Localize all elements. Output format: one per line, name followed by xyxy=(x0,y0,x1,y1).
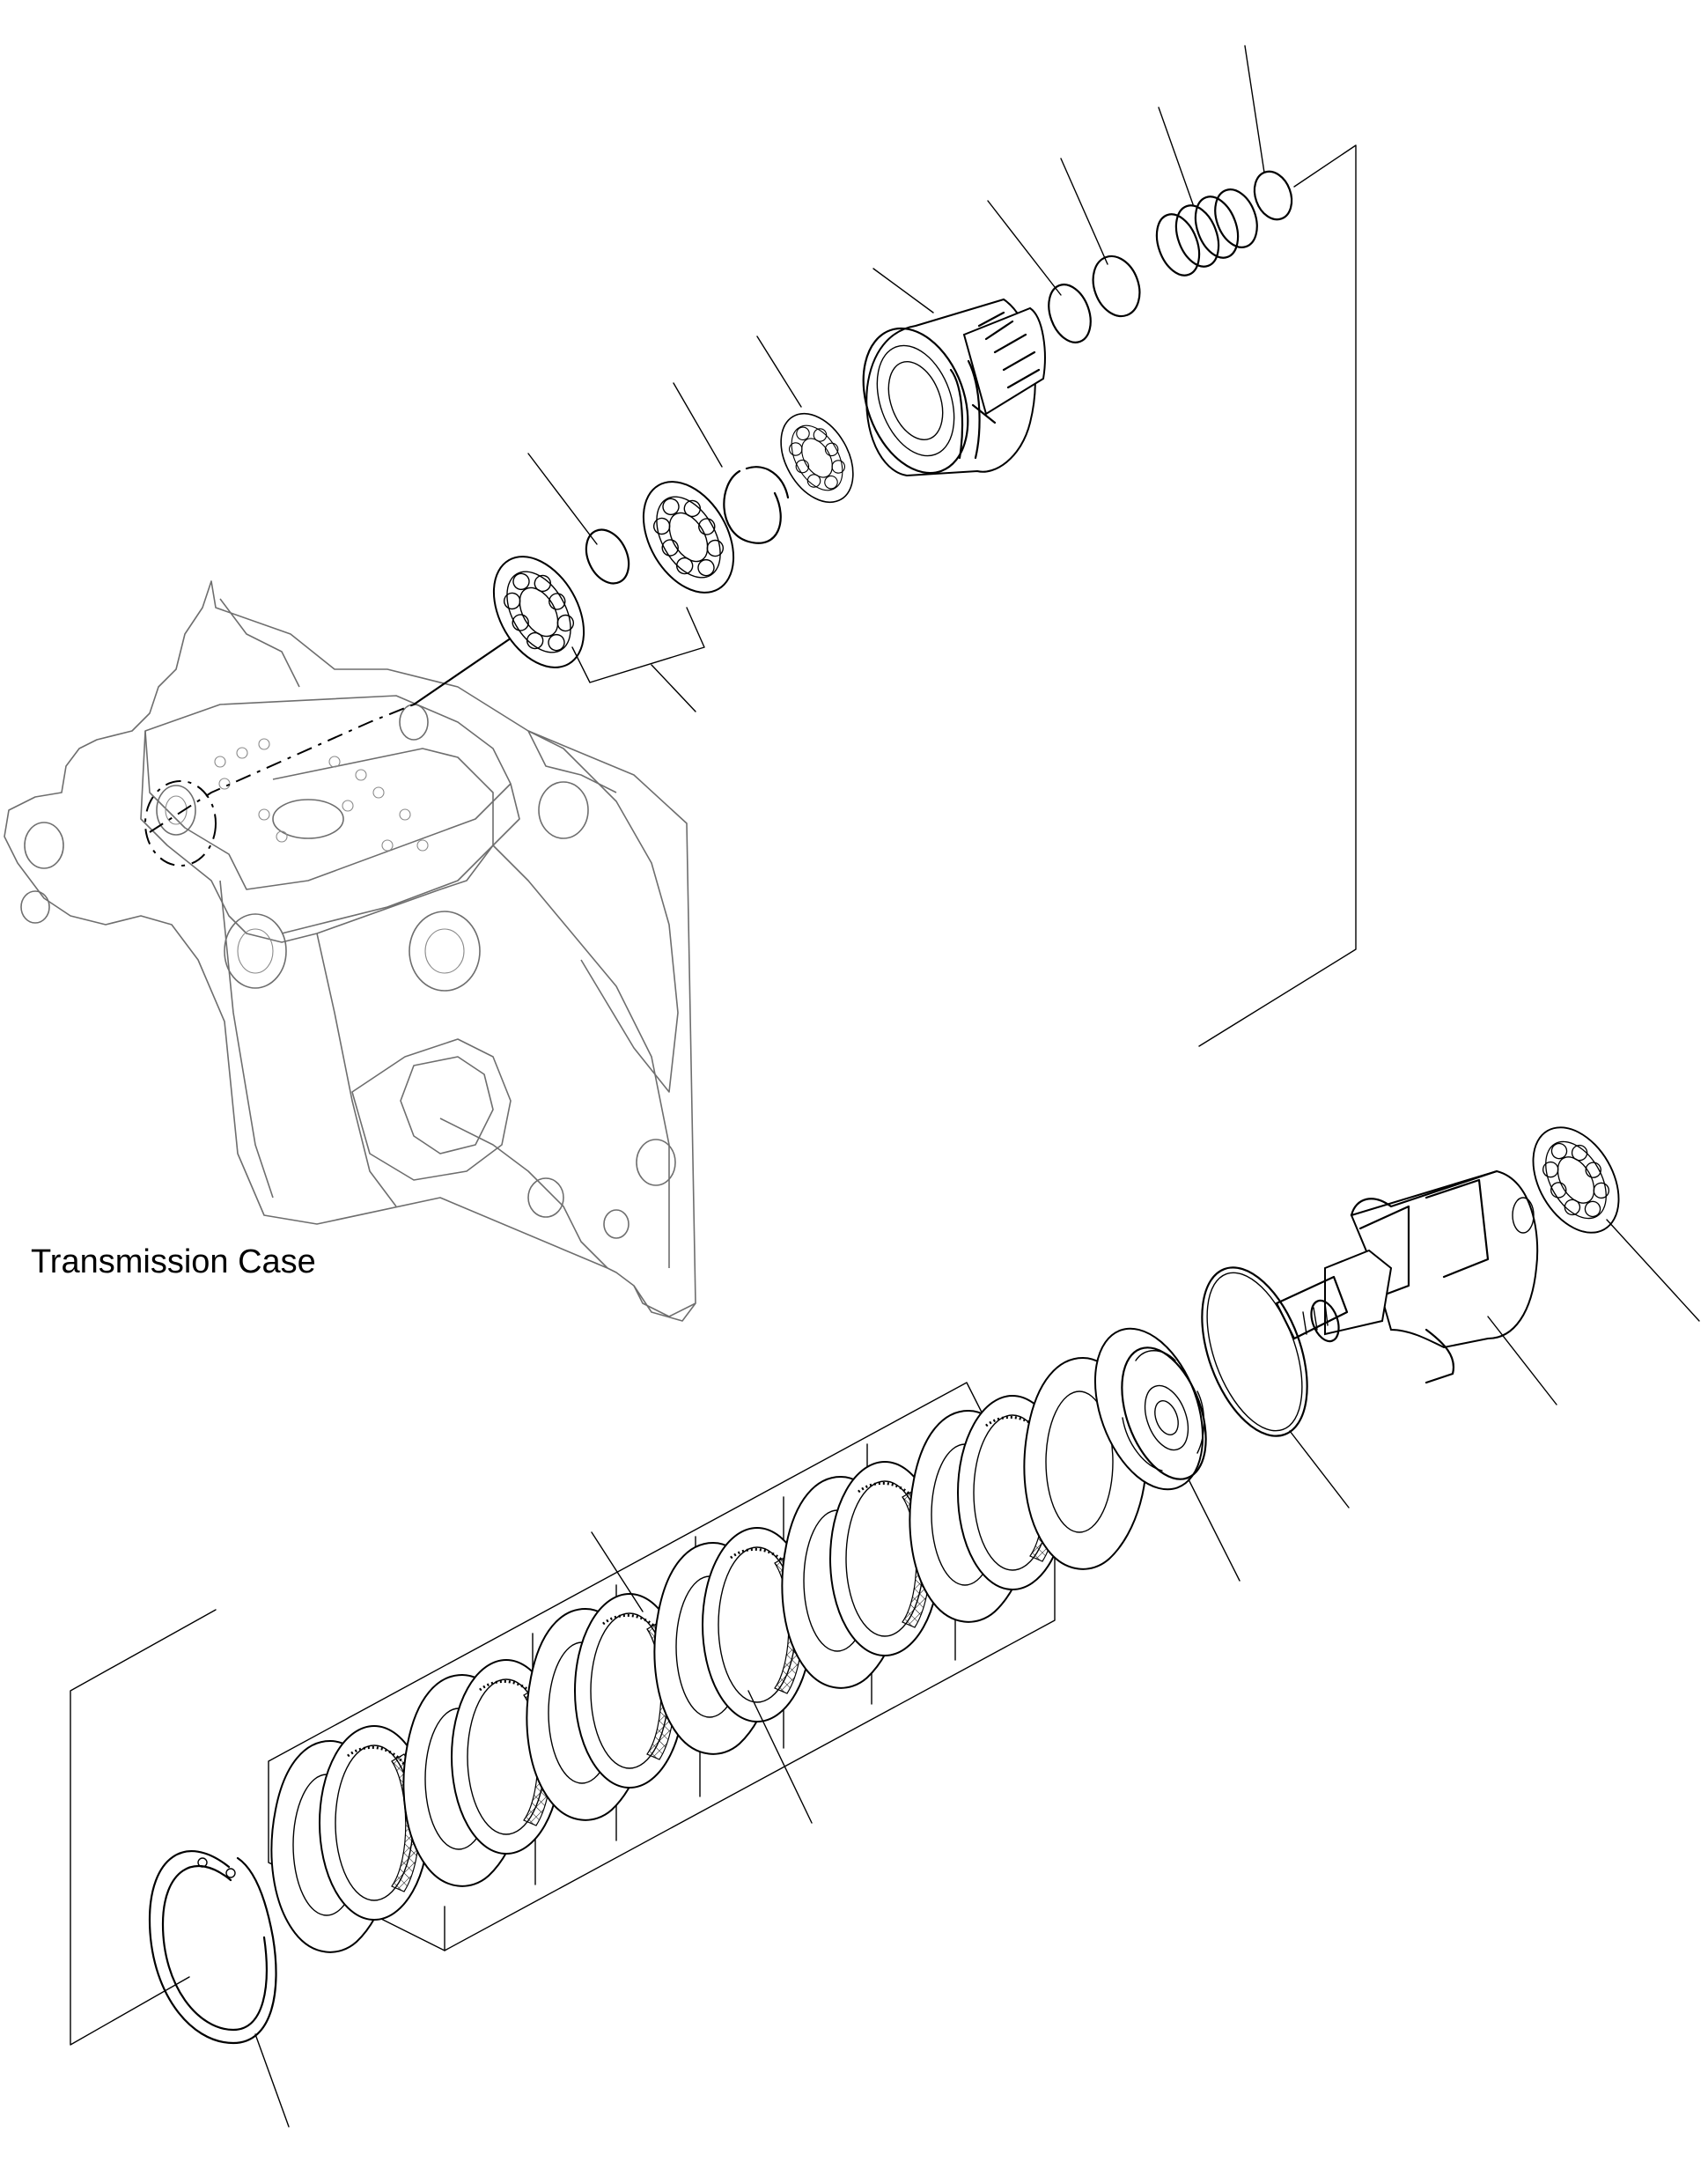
valve-block-holes xyxy=(214,738,429,852)
piston-seal xyxy=(1201,1266,1350,1508)
spring xyxy=(1155,188,1258,277)
transmission-case-illustration xyxy=(4,580,696,1322)
clutch-pack xyxy=(270,1357,1148,1953)
upper-leader-lines xyxy=(527,45,1357,1047)
bearing-2 xyxy=(623,465,754,609)
piston xyxy=(1093,1327,1241,1582)
gear-hub xyxy=(862,298,1046,477)
thrust-washer xyxy=(585,528,630,585)
seal-ring-2 xyxy=(1092,254,1141,318)
snap-ring-large xyxy=(148,1850,290,2128)
transmission-case-label: Transmission Case xyxy=(31,1243,316,1280)
seal-ring-1 xyxy=(1048,284,1092,343)
bearing-1 xyxy=(474,540,604,684)
lower-clutch-assembly xyxy=(70,1111,1700,2128)
bearing-3 xyxy=(765,400,869,516)
upper-shaft-assembly xyxy=(474,45,1357,1047)
clutch-drum xyxy=(1275,1169,1557,1405)
snap-ring-small xyxy=(723,466,790,544)
